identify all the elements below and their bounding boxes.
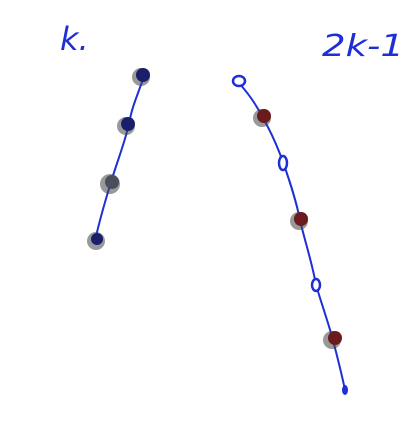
right-node-5 <box>310 277 322 293</box>
right-node-7 <box>342 385 348 395</box>
left-node-1 <box>132 68 150 86</box>
label-right: 2k-1 <box>322 29 404 64</box>
right-node-4 <box>290 212 308 230</box>
left-node-2 <box>117 117 135 135</box>
right-node-6 <box>323 331 342 349</box>
left-chain <box>87 68 150 250</box>
right-chain <box>231 74 348 395</box>
right-node-2 <box>253 109 271 127</box>
left-node-4 <box>87 232 105 250</box>
left-chain-stroke <box>94 69 147 242</box>
label-left: k. <box>60 20 89 58</box>
left-node-3 <box>100 174 120 194</box>
right-node-3 <box>277 154 289 172</box>
right-node-1 <box>231 74 247 88</box>
